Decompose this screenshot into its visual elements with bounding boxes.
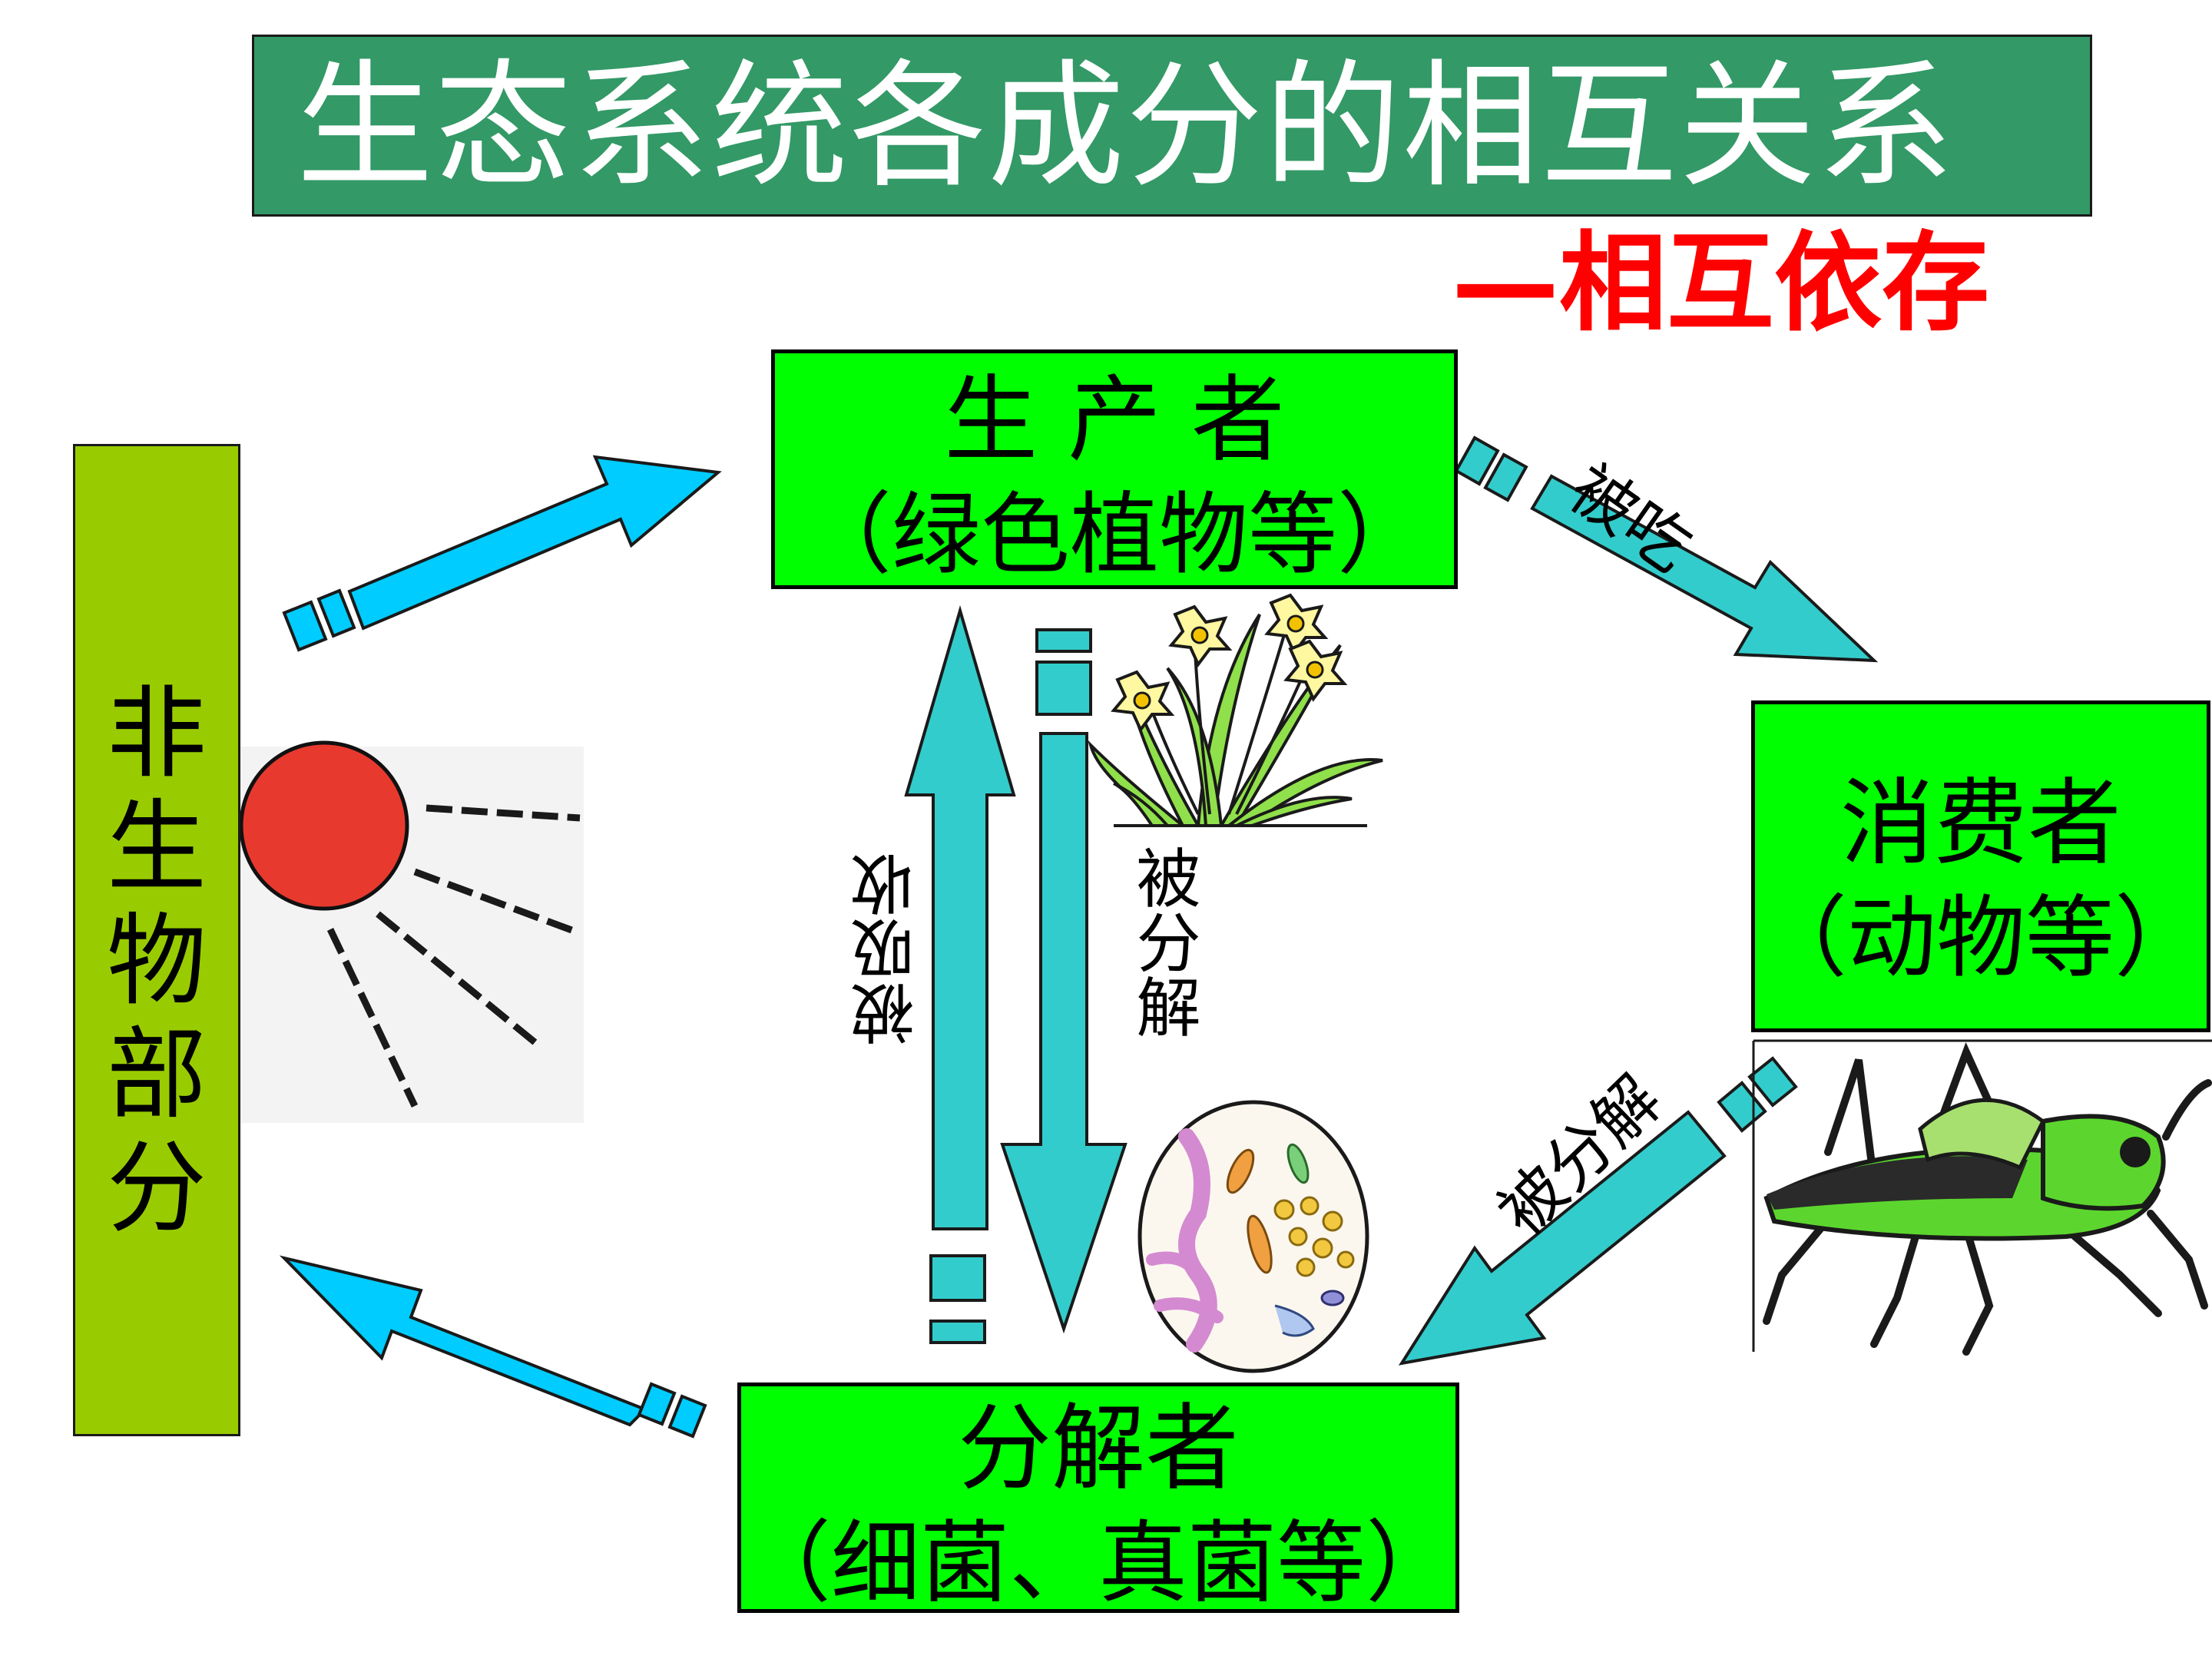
page-subtitle: —相互依存 (1452, 221, 1990, 346)
decomposer-name: 分解者 (958, 1394, 1239, 1503)
abiotic-label: 非 生 物 部 分 (75, 677, 238, 1245)
arrow-producer-to-consumer (1454, 435, 1879, 663)
decomposer-box: 分解者 （细菌、真菌等） (737, 1382, 1459, 1615)
abiotic-char: 生 (106, 789, 207, 906)
producer-detail: （绿色植物等） (803, 483, 1426, 587)
decomposer-detail: （细菌、真菌等） (742, 1512, 1455, 1615)
consumer-box: 消费者 （动物等） (1751, 700, 2210, 1032)
abiotic-char: 非 (106, 675, 207, 792)
arrow-producer-to-decomposer (1000, 628, 1128, 1334)
abiotic-component: 非 生 物 部 分 (73, 444, 240, 1436)
producer-name: 生 产 者 (944, 366, 1285, 475)
daffodil-plant-icon (1088, 593, 1383, 827)
title-banner: 生态系统各成分的相互关系 (252, 35, 2092, 217)
consumer-name: 消费者 (1840, 769, 2121, 878)
abiotic-char: 分 (106, 1130, 207, 1247)
arrow-decomposer-to-abiotic (279, 1255, 707, 1439)
label-decomposed-down: 被分解 (1126, 845, 1201, 1038)
label-absorbed: 被吸收 (849, 853, 925, 1046)
abiotic-char: 部 (106, 1016, 207, 1133)
grasshopper-icon (1752, 1039, 2212, 1356)
arrow-abiotic-to-producer (282, 455, 722, 652)
arrow-consumer-to-decomposer (1398, 1056, 1798, 1366)
sun-icon (239, 740, 584, 1123)
page-title: 生态系统各成分的相互关系 (296, 47, 1955, 206)
consumer-detail: （动物等） (1758, 886, 2204, 990)
abiotic-char: 物 (106, 902, 207, 1019)
producer-box: 生 产 者 （绿色植物等） (771, 349, 1458, 589)
arrow-decomposer-to-producer (904, 604, 1016, 1344)
bacteria-icon (1137, 1100, 1369, 1373)
